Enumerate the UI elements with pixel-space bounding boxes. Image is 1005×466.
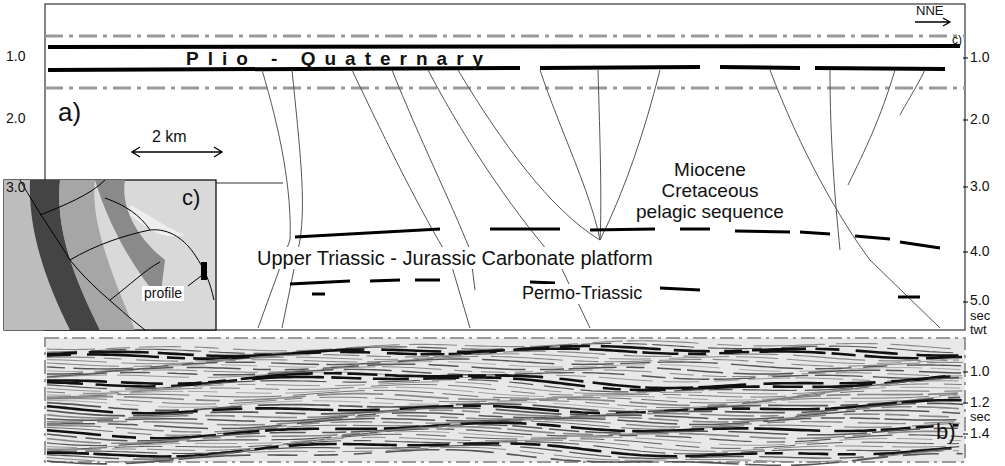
reflector-line: [47, 432, 961, 448]
reflector-line: [47, 359, 961, 369]
axis-value: 1.2: [970, 395, 989, 410]
reflector-line: [47, 407, 959, 418]
axis-value: 2.0: [6, 111, 25, 126]
axis-value: 1.0: [6, 49, 25, 64]
callout-label: profile: [142, 286, 184, 301]
axis-value: 2.0: [970, 112, 989, 127]
reflector-line: [47, 441, 959, 454]
reflector-line: [47, 381, 959, 394]
axis-unit: sec: [970, 410, 990, 424]
axis-ticks: [963, 372, 968, 434]
panel-letter: c): [182, 186, 200, 210]
leader-line: [188, 276, 201, 286]
axis-ticks: [963, 58, 968, 302]
faults: [258, 70, 940, 328]
reflector-line: [47, 346, 959, 356]
direction-label: NNE: [916, 4, 943, 18]
scale-label: 2 km: [152, 128, 187, 146]
axis-unit: sec: [970, 309, 990, 323]
inset-map: [4, 180, 216, 330]
panel-letter: c): [952, 34, 962, 47]
reflector-line: [47, 376, 963, 390]
reflector-line: [47, 354, 959, 364]
window-line: [45, 87, 965, 90]
reflector-line: [47, 445, 951, 459]
axis-value: 1.0: [970, 50, 989, 65]
axis-value: 5.0: [970, 293, 989, 308]
axis-unit: twt: [970, 323, 987, 337]
unit-label: Miocene Cretaceous pelagic sequence: [630, 160, 790, 223]
reflector-line: [47, 450, 963, 466]
panel-letter: b): [936, 420, 956, 444]
scale-bar: [132, 147, 222, 157]
unit-label: Permo-Triassic: [520, 284, 644, 304]
direction-arrow: [915, 18, 950, 26]
axis-value: 1.4: [970, 426, 989, 441]
reflector-line: [47, 378, 959, 392]
unit-label: Upper Triassic - Jurassic Carbonate plat…: [255, 247, 655, 269]
seismic-reflectors: [47, 341, 963, 466]
axis-value: 3.0: [970, 179, 989, 194]
axis-value: 4.0: [970, 244, 989, 259]
reflector-line: [47, 444, 959, 457]
seafloor-horizon: [48, 45, 960, 47]
base-pliocene-horizon: [48, 67, 945, 70]
axis-value: 3.0: [6, 180, 25, 195]
unit-label: Plio - Quaternary: [186, 49, 492, 70]
reflector-line: [47, 372, 963, 382]
panel-letter: a): [58, 98, 81, 127]
seismic-panel: [45, 338, 965, 462]
axis-value: 1.0: [970, 364, 989, 379]
window-line: [45, 35, 965, 38]
